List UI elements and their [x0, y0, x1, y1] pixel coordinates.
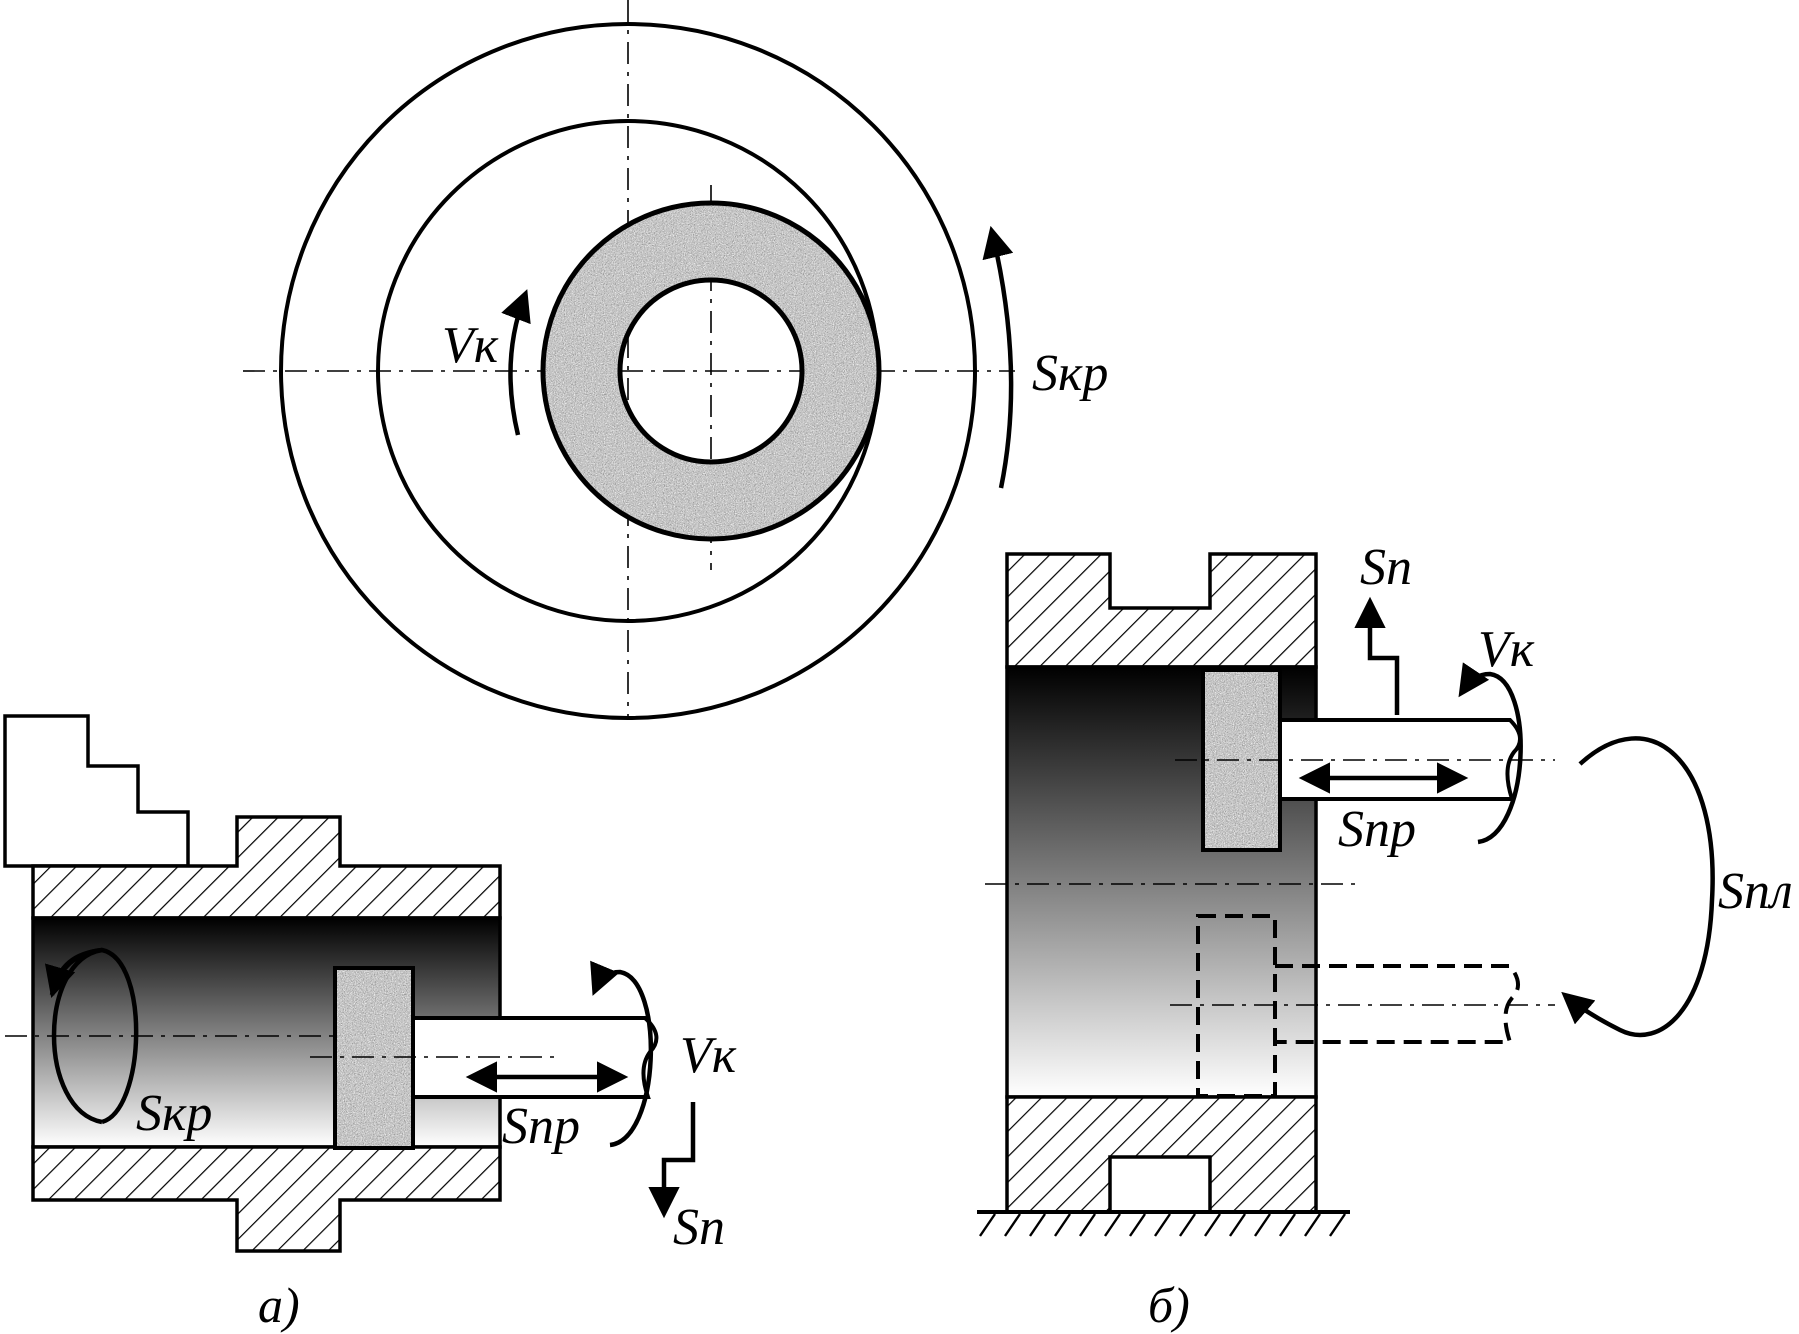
fig-b-ground-hatch	[979, 1213, 1346, 1237]
fig-b-cross-feed-label: Sп	[1360, 539, 1412, 596]
fig-b-longitudinal-feed-label: Sпр	[1338, 801, 1416, 858]
fig-b-planetary-feed-arrow	[1561, 736, 1715, 1038]
fig-b-wheel-rotation-arrow	[1458, 662, 1523, 845]
chuck-jaw	[3, 714, 190, 868]
fig-a: Sпр Sкр Vк Sп а)	[3, 714, 737, 1333]
fig-b: Sпр Sп Vк Sпл б)	[977, 539, 1793, 1333]
fig-b-upper-wall	[1005, 552, 1318, 669]
wheel-speed-label: Vк	[442, 317, 499, 374]
fig-b-planetary-feed-label: Sпл	[1718, 863, 1793, 920]
workpiece-outer-circle	[279, 22, 977, 720]
workpiece-lower-wall	[31, 1145, 502, 1253]
wheel-rotation-arrow	[501, 289, 531, 436]
top-view: Vк Sкр	[243, 0, 1108, 720]
grinding-wheel-ring	[540, 200, 882, 542]
fig-b-cross-feed-arrow	[1354, 596, 1400, 715]
fig-a-cross-feed-arrow	[648, 1102, 696, 1219]
fig-a-wheel-rotation-arrow	[590, 960, 654, 1148]
fig-a-longitudinal-feed-label: Sпр	[502, 1098, 580, 1155]
fig-b-grinding-wheel-alt-position	[1196, 914, 1277, 1098]
fig-a-circular-feed-label: Sкр	[136, 1085, 212, 1142]
fig-a-grinding-wheel	[333, 966, 415, 1150]
fig-b-lower-wall	[1005, 1095, 1318, 1214]
fig-b-spindle-alt-position	[1275, 964, 1520, 1044]
circular-feed-label: Sкр	[1032, 345, 1108, 402]
circular-feed-arrow	[982, 225, 1014, 489]
fig-a-caption: а)	[258, 1277, 300, 1333]
fig-a-circular-feed-arrow-head	[44, 947, 103, 999]
fig-b-wheel-speed-label: Vк	[1478, 621, 1535, 678]
fig-a-cross-feed-label: Sп	[673, 1199, 725, 1256]
fig-a-wheel-speed-label: Vк	[680, 1027, 737, 1084]
fig-b-caption: б)	[1148, 1277, 1190, 1333]
